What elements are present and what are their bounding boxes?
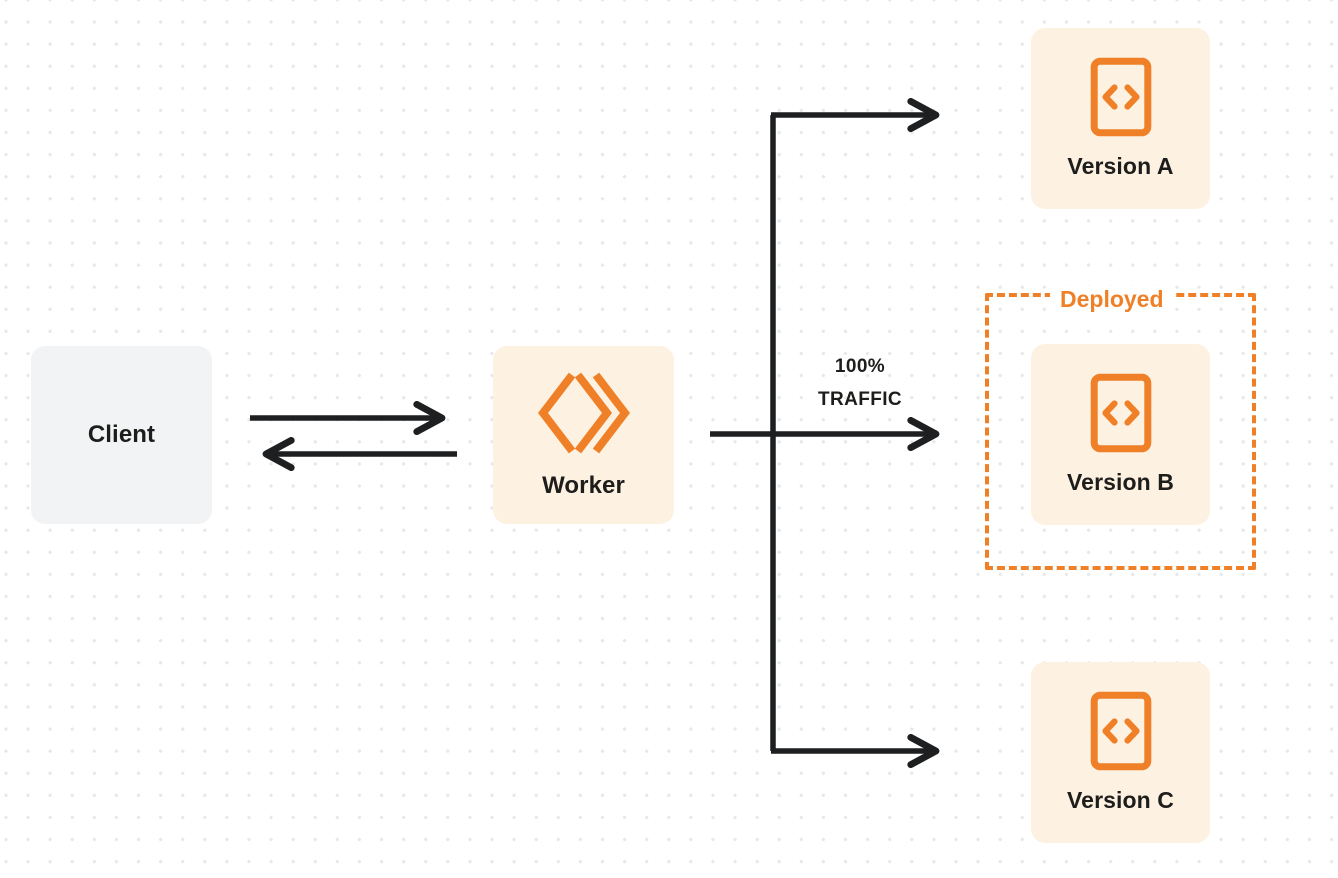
version-a-label: Version A [1067,153,1174,179]
version-c-label: Version C [1067,787,1174,813]
code-file-icon [1090,373,1152,453]
cloudflare-workers-logo-icon [537,370,630,456]
worker-label: Worker [542,472,625,499]
version-b-node[interactable]: Version B [1031,344,1210,525]
client-node[interactable]: Client [31,346,212,524]
code-file-icon [1090,691,1152,771]
client-label: Client [87,421,156,448]
deployed-group-label: Deployed [1050,286,1174,312]
traffic-word: TRAFFIC [817,389,903,410]
version-b-label: Version B [1067,469,1174,495]
traffic-percent-value: 100% [834,356,886,377]
code-file-icon [1090,57,1152,137]
version-c-node[interactable]: Version C [1031,662,1210,843]
traffic-percentage-label: 100% TRAFFIC [786,350,934,416]
worker-node[interactable]: Worker [493,346,674,524]
version-a-node[interactable]: Version A [1031,28,1210,209]
